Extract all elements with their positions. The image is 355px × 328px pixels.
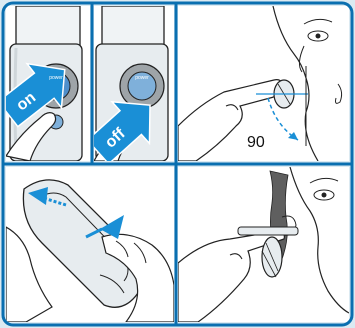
angle-label: 90	[247, 134, 265, 152]
panel-trim	[178, 167, 349, 322]
nose	[299, 46, 304, 72]
shaver-head	[16, 6, 80, 46]
power-button-label: power	[135, 75, 149, 81]
ear	[336, 84, 342, 103]
pupil	[322, 193, 327, 198]
pupil	[316, 34, 321, 39]
panel-clean	[6, 167, 174, 322]
power-button-label: power	[49, 75, 63, 81]
power-off-illustration: off power	[94, 6, 174, 161]
trim-illustration	[178, 167, 349, 322]
eyebrow	[310, 178, 338, 183]
face-outline	[290, 167, 349, 313]
clean-illustration	[6, 167, 174, 322]
eyebrow	[304, 19, 332, 24]
hand	[178, 80, 282, 161]
panel-power-off: off power	[94, 6, 174, 161]
panel-angle: 90	[178, 6, 349, 161]
panel-power-on: on power	[6, 6, 90, 161]
shaver-head	[102, 6, 164, 46]
power-on-illustration: on power	[6, 6, 90, 161]
